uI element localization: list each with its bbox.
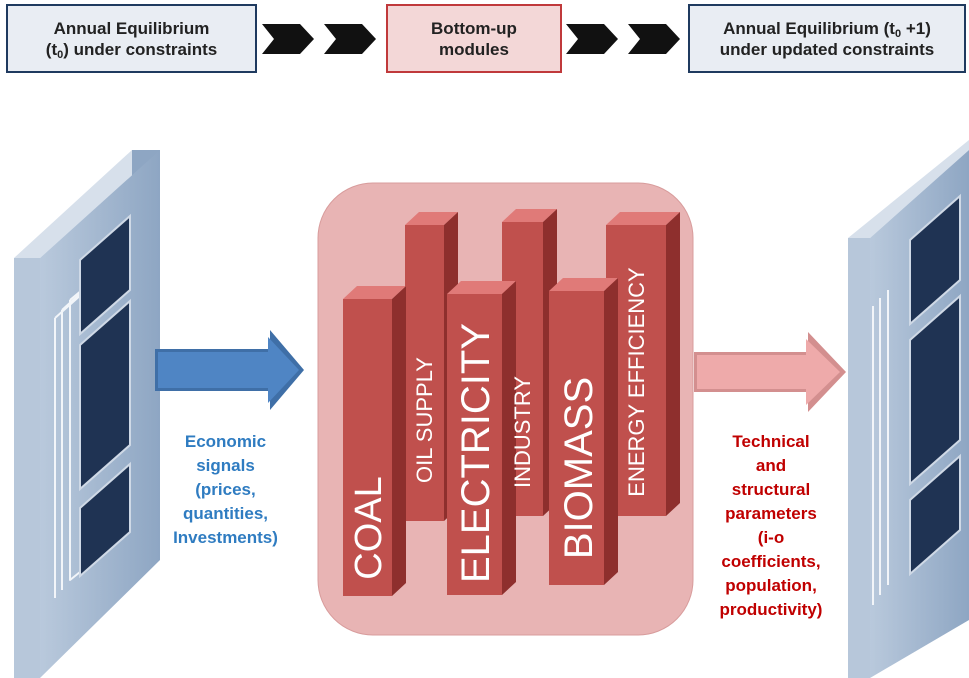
left-chip-3 xyxy=(79,461,131,579)
column-coal xyxy=(343,286,406,596)
industry-label: INDUSTRY xyxy=(510,376,535,488)
chevron-arrow-icon xyxy=(566,24,680,54)
left-chip-2 xyxy=(79,298,131,492)
equilibrium-t1-line2: under updated constraints xyxy=(719,39,935,59)
bottom-up-line1: Bottom-up xyxy=(431,18,517,38)
signals-line: signals xyxy=(196,456,255,475)
column-energy-efficiency xyxy=(606,212,680,516)
left-chip-1 xyxy=(79,213,131,337)
biomass-label: BIOMASS xyxy=(557,377,601,559)
params-line: productivity) xyxy=(719,600,823,619)
column-electricity xyxy=(447,281,516,595)
equilibrium-t0-box: Annual Equilibrium (t0) under constraint… xyxy=(6,4,257,73)
bottom-up-modules-box: Bottom-up modules xyxy=(386,4,562,73)
right-circuit-board xyxy=(848,140,969,678)
right-chip-2 xyxy=(909,293,961,487)
signals-line: quantities, xyxy=(182,504,268,523)
coal-label: COAL xyxy=(348,476,390,579)
oil-supply-label: OIL SUPPLY xyxy=(412,357,437,483)
economic-signals-label: Economic signals (prices, quantities, In… xyxy=(148,430,303,550)
pink-arrow xyxy=(694,332,846,412)
energy-efficiency-label: ENERGY EFFICIENCY xyxy=(624,267,649,497)
blue-arrow xyxy=(155,330,304,410)
technical-parameters-label: Technical and structural parameters (i-o… xyxy=(696,430,846,622)
equilibrium-t0-line1: Annual Equilibrium xyxy=(53,18,210,38)
right-chip-3 xyxy=(909,453,961,577)
params-line: population, xyxy=(725,576,817,595)
signals-line: Economic xyxy=(184,432,267,451)
equilibrium-t0-plus1-box: Annual Equilibrium (t0 +1) under updated… xyxy=(688,4,966,73)
right-chip-1 xyxy=(909,193,961,327)
signals-line: (prices, xyxy=(195,480,256,499)
equilibrium-t0-line2: (t0) under constraints xyxy=(45,39,218,61)
equilibrium-t1-line1: Annual Equilibrium (t0 +1) xyxy=(723,18,931,40)
bottom-up-line2: modules xyxy=(439,39,509,59)
signals-line: Investments) xyxy=(173,528,278,547)
params-line: (i-o xyxy=(757,528,785,547)
params-line: Technical xyxy=(732,432,810,451)
column-biomass xyxy=(549,278,618,585)
electricity-label: ELECTRICITY xyxy=(454,323,498,583)
left-circuit-board xyxy=(14,150,160,678)
params-line: structural xyxy=(731,480,811,499)
params-line: and xyxy=(755,456,787,475)
chevron-arrow-icon xyxy=(262,24,376,54)
params-line: parameters xyxy=(725,504,817,523)
params-line: coefficients, xyxy=(721,552,821,571)
